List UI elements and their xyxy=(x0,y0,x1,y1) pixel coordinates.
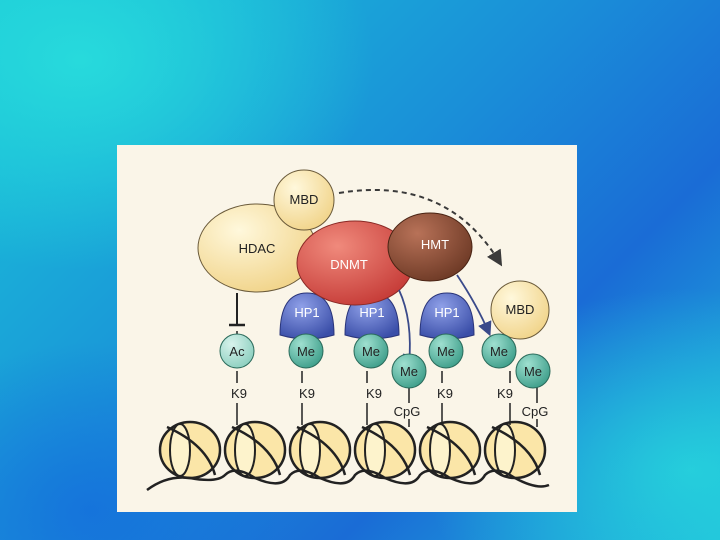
hp1-2-label: HP1 xyxy=(359,305,384,320)
k9-label-1: K9 xyxy=(231,386,247,401)
stalks xyxy=(236,331,538,427)
dnmt-label: DNMT xyxy=(330,257,368,272)
diagram-panel: HDAC MBD HP1 HP1 HP1 DNMT HMT MBD xyxy=(117,145,577,512)
svg-text:Me: Me xyxy=(362,344,380,359)
svg-text:Me: Me xyxy=(400,364,418,379)
dashed-recruitment-arrow xyxy=(338,189,503,267)
hmt-methylation-arrow xyxy=(456,274,492,337)
me-dna-mark-2: Me xyxy=(515,353,551,389)
svg-text:Me: Me xyxy=(490,344,508,359)
mbd-top-protein xyxy=(273,169,335,231)
me-mark-4: Me xyxy=(481,333,517,369)
ac-mark: Ac xyxy=(219,333,255,369)
linker-dna xyxy=(146,469,550,492)
hp1-3-label: HP1 xyxy=(434,305,459,320)
nucleosome-5 xyxy=(418,420,482,480)
k9-label-2: K9 xyxy=(299,386,315,401)
cpg-label-1: CpG xyxy=(394,404,421,419)
me-mark-1: Me xyxy=(288,333,324,369)
hmt-protein xyxy=(387,212,473,282)
mbd-top-label: MBD xyxy=(290,192,319,207)
svg-text:Me: Me xyxy=(297,344,315,359)
nucleosome-4 xyxy=(353,420,417,480)
k9-label-4: K9 xyxy=(437,386,453,401)
nucleosome-6 xyxy=(483,420,547,480)
hp1-1-label: HP1 xyxy=(294,305,319,320)
mbd-right-label: MBD xyxy=(506,302,535,317)
nucleosome-1 xyxy=(158,420,222,480)
nucleosome-row xyxy=(146,420,550,492)
svg-text:Me: Me xyxy=(437,344,455,359)
hdac-label: HDAC xyxy=(239,241,276,256)
hdac-inhibition-line xyxy=(229,293,245,327)
k9-label-3: K9 xyxy=(366,386,382,401)
k9-label-5: K9 xyxy=(497,386,513,401)
hmt-label: HMT xyxy=(421,237,449,252)
nucleosome-3 xyxy=(288,420,352,480)
svg-text:Me: Me xyxy=(524,364,542,379)
me-mark-3: Me xyxy=(428,333,464,369)
me-dna-mark-1: Me xyxy=(391,353,427,389)
cpg-label-2: CpG xyxy=(522,404,549,419)
hp1-3: HP1 xyxy=(419,292,475,340)
nucleosome-2 xyxy=(223,420,287,480)
mbd-right-protein xyxy=(490,280,550,340)
svg-text:Ac: Ac xyxy=(229,344,245,359)
me-mark-2: Me xyxy=(353,333,389,369)
chromatin-diagram: HDAC MBD HP1 HP1 HP1 DNMT HMT MBD xyxy=(146,169,551,492)
